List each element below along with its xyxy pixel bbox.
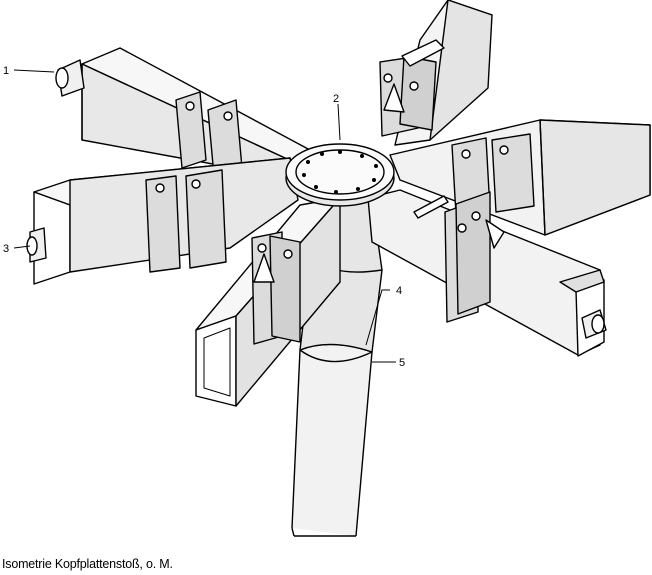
callout-4: 4	[396, 285, 402, 297]
arm-lower-left	[195, 197, 341, 407]
callout-1: 1	[3, 65, 9, 77]
arm-left	[26, 157, 299, 285]
head-plate	[285, 143, 395, 207]
arm-lower-right	[367, 189, 607, 357]
arm-upper-left	[55, 47, 311, 181]
leader-lines	[13, 69, 396, 363]
main-column	[291, 343, 373, 537]
arm-upper-right	[379, 0, 493, 146]
figure-caption: Isometrie Kopfplattenstoß, o. M.	[2, 557, 173, 571]
callout-5: 5	[399, 357, 405, 369]
callout-3: 3	[3, 243, 9, 255]
plate-bolts	[302, 150, 378, 194]
callout-2: 2	[333, 93, 339, 105]
